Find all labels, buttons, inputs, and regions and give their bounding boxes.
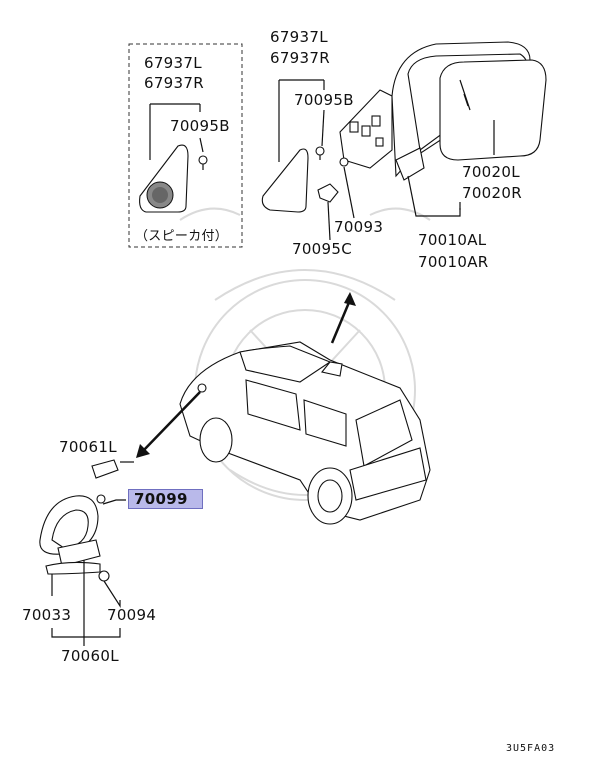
screw-70095b [315, 146, 325, 160]
label-67937r-inset: 67937R [144, 74, 204, 92]
pointer-arrow-mirror [330, 299, 352, 344]
speaker-inset-frame [128, 43, 243, 248]
connector-70095c [317, 183, 339, 203]
clip-70093 [339, 157, 349, 167]
label-70020r: 70020R [462, 184, 522, 202]
label-70010ar: 70010AR [418, 253, 489, 271]
label-70095b-inset: 70095B [170, 117, 230, 135]
rear-under-mirror-assembly [39, 459, 119, 582]
label-70099-highlighted[interactable]: 70099 [128, 489, 203, 509]
vehicle-outline [179, 341, 431, 525]
label-70061l: 70061L [59, 438, 117, 456]
corner-trim [261, 148, 309, 213]
label-67937l: 67937L [270, 28, 328, 46]
corner-trim-with-speaker [139, 144, 189, 213]
label-70095c: 70095C [292, 240, 352, 258]
label-70093: 70093 [334, 218, 384, 236]
diagram-code: 3U5FA03 [506, 743, 556, 754]
pointer-arrow-lower [141, 391, 201, 453]
label-70020l: 70020L [462, 163, 520, 181]
label-70033: 70033 [22, 606, 72, 624]
label-70010al: 70010AL [418, 231, 487, 249]
label-70060l: 70060L [61, 647, 119, 665]
door-mirror-assembly [391, 41, 547, 181]
label-70094: 70094 [107, 606, 157, 624]
label-67937r: 67937R [270, 49, 330, 67]
motor-unit [339, 89, 393, 169]
label-70095b: 70095B [294, 91, 354, 109]
label-67937l-inset: 67937L [144, 54, 202, 72]
screw-70095b-inset [198, 155, 208, 170]
label-speaker-note: （スピーカ付） [135, 229, 229, 244]
